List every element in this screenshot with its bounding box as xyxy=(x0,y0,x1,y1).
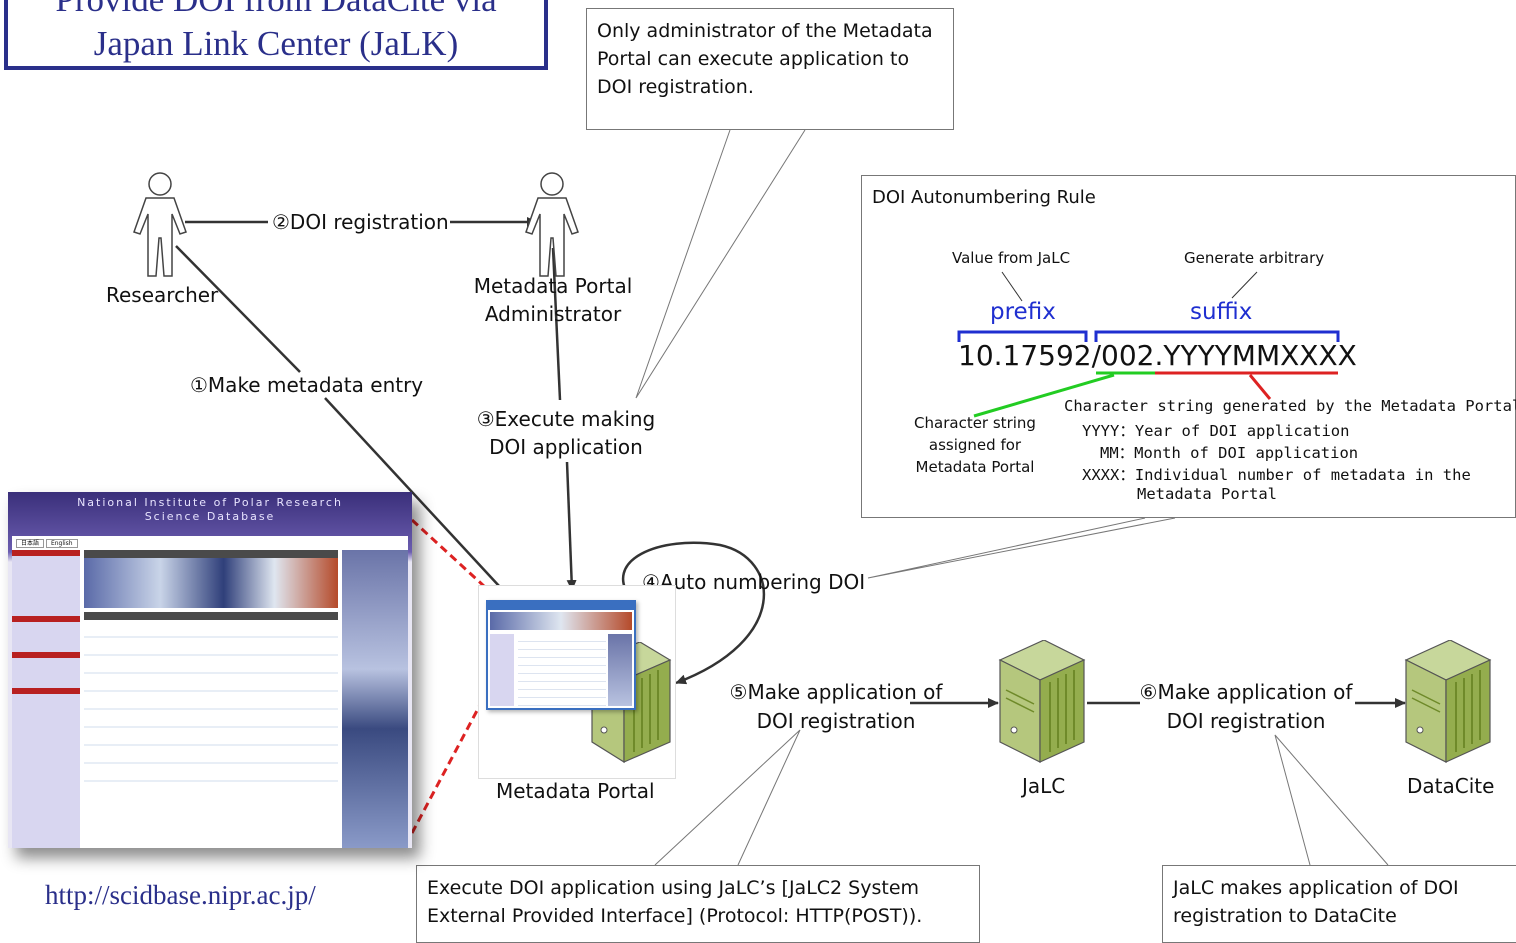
rule-callout-tail xyxy=(867,517,1176,579)
datacite-server-icon xyxy=(1404,640,1492,763)
jalc-server-label: JaLC xyxy=(1022,774,1066,798)
assigned-line2: assigned for xyxy=(928,436,1022,454)
mm-definition: MM：Month of DOI application xyxy=(1100,444,1359,462)
callout-jalc-to-datacite: JaLC makes application of DOI registrati… xyxy=(1162,865,1516,943)
callout-admin-only-text: Only administrator of the Metadata Porta… xyxy=(597,20,933,98)
zoom-line-bottom xyxy=(410,704,482,834)
step-4-label: ④Auto numbering DOI xyxy=(642,570,866,594)
doi-example-prefix: 10.17592/ xyxy=(958,339,1102,372)
step-6-label: ⑥Make application of DOI registration xyxy=(1132,678,1360,736)
title-line-1: Provide DOI from DataCite via xyxy=(8,0,544,22)
doi-example-portal-code: 002. xyxy=(1101,339,1164,372)
doi-rule-box: DOI Autonumbering Rule Value from JaLC G… xyxy=(861,175,1516,518)
step-5-line2: DOI registration xyxy=(756,709,916,733)
doi-brackets xyxy=(957,271,1340,418)
website-lang-bar: 日本語 English xyxy=(12,536,408,549)
datacite-tail xyxy=(1274,734,1389,866)
website-lang-ja[interactable]: 日本語 xyxy=(16,539,45,548)
arrow-admin-to-portal xyxy=(551,247,562,401)
datacite-server-label: DataCite xyxy=(1407,774,1495,798)
step-3-line2: DOI application xyxy=(489,435,643,459)
generate-arbitrary-label: Generate arbitrary xyxy=(1184,249,1325,267)
website-body: 日本語 English xyxy=(12,536,408,848)
assigned-line3: Metadata Portal xyxy=(915,458,1035,476)
admin-callout-tail xyxy=(635,129,806,399)
website-data-list xyxy=(84,620,338,790)
xxxx-definition-line2: Metadata Portal xyxy=(1137,485,1277,503)
website-main xyxy=(84,550,338,848)
step-6-line2: DOI registration xyxy=(1166,709,1326,733)
callout-jalc-to-datacite-text: JaLC makes application of DOI registrati… xyxy=(1173,877,1459,927)
jalc-server-icon xyxy=(998,640,1086,763)
title-line-2: Japan Link Center (JaLK) xyxy=(93,24,459,63)
website-right-panel xyxy=(342,550,408,848)
website-url[interactable]: http://scidbase.nipr.ac.jp/ xyxy=(45,880,316,910)
assigned-string-label: Character string assigned for Metadata P… xyxy=(892,412,1058,478)
website-lang-en[interactable]: English xyxy=(45,539,78,548)
portal-server-label: Metadata Portal xyxy=(496,779,655,803)
website-banner xyxy=(84,558,338,608)
generated-string-title: Character string generated by the Metada… xyxy=(1064,397,1516,415)
value-from-jalc-label: Value from JaLC xyxy=(952,249,1071,267)
xxxx-definition-line1: XXXX：Individual number of metadata in th… xyxy=(1082,466,1471,484)
administrator-label-line1: Metadata Portal xyxy=(473,274,633,298)
website-screenshot: National Institute of Polar Research Sci… xyxy=(8,492,412,848)
researcher-label: Researcher xyxy=(106,283,219,307)
diagram-title: Provide DOI from DataCite via Japan Link… xyxy=(4,0,548,70)
step-6-line1: ⑥Make application of xyxy=(1139,680,1353,704)
suffix-label: suffix xyxy=(1190,299,1253,325)
step-5-label: ⑤Make application of DOI registration xyxy=(722,678,950,736)
website-sidebar xyxy=(12,550,80,848)
doi-rule-title: DOI Autonumbering Rule xyxy=(872,187,1096,208)
callout-admin-only: Only administrator of the Metadata Porta… xyxy=(586,8,954,130)
assigned-line1: Character string xyxy=(914,414,1036,432)
step-5-line1: ⑤Make application of xyxy=(729,680,943,704)
arrow-auto-numbering xyxy=(621,541,766,685)
administrator-label-line2: Administrator xyxy=(484,302,622,326)
jalc-interface-tail xyxy=(654,729,801,866)
administrator-icon xyxy=(525,172,579,277)
callout-jalc-interface: Execute DOI application using JaLC’s [Ja… xyxy=(416,865,980,943)
researcher-icon xyxy=(133,172,187,277)
step-3-line1: ③Execute making xyxy=(476,407,656,431)
arrow-make-metadata xyxy=(175,245,301,373)
step-1-label: ①Make metadata entry xyxy=(190,373,424,397)
administrator-label: Metadata Portal Administrator xyxy=(458,272,648,328)
website-header-line2: Science Database xyxy=(144,510,276,523)
doi-example: 10.17592/002.YYYYMMXXXX xyxy=(958,339,1357,372)
step-2-label: ②DOI registration xyxy=(272,210,449,234)
prefix-label: prefix xyxy=(990,299,1056,325)
website-header: National Institute of Polar Research Sci… xyxy=(8,492,412,534)
website-header-line1: National Institute of Polar Research xyxy=(77,496,343,509)
yyyy-definition: YYYY：Year of DOI application xyxy=(1082,422,1350,440)
step-3-label: ③Execute making DOI application xyxy=(466,405,666,461)
doi-example-tail: YYYYMMXXXX xyxy=(1163,339,1357,372)
callout-jalc-interface-text: Execute DOI application using JaLC’s [Ja… xyxy=(427,877,923,927)
portal-browser-window xyxy=(486,600,636,710)
